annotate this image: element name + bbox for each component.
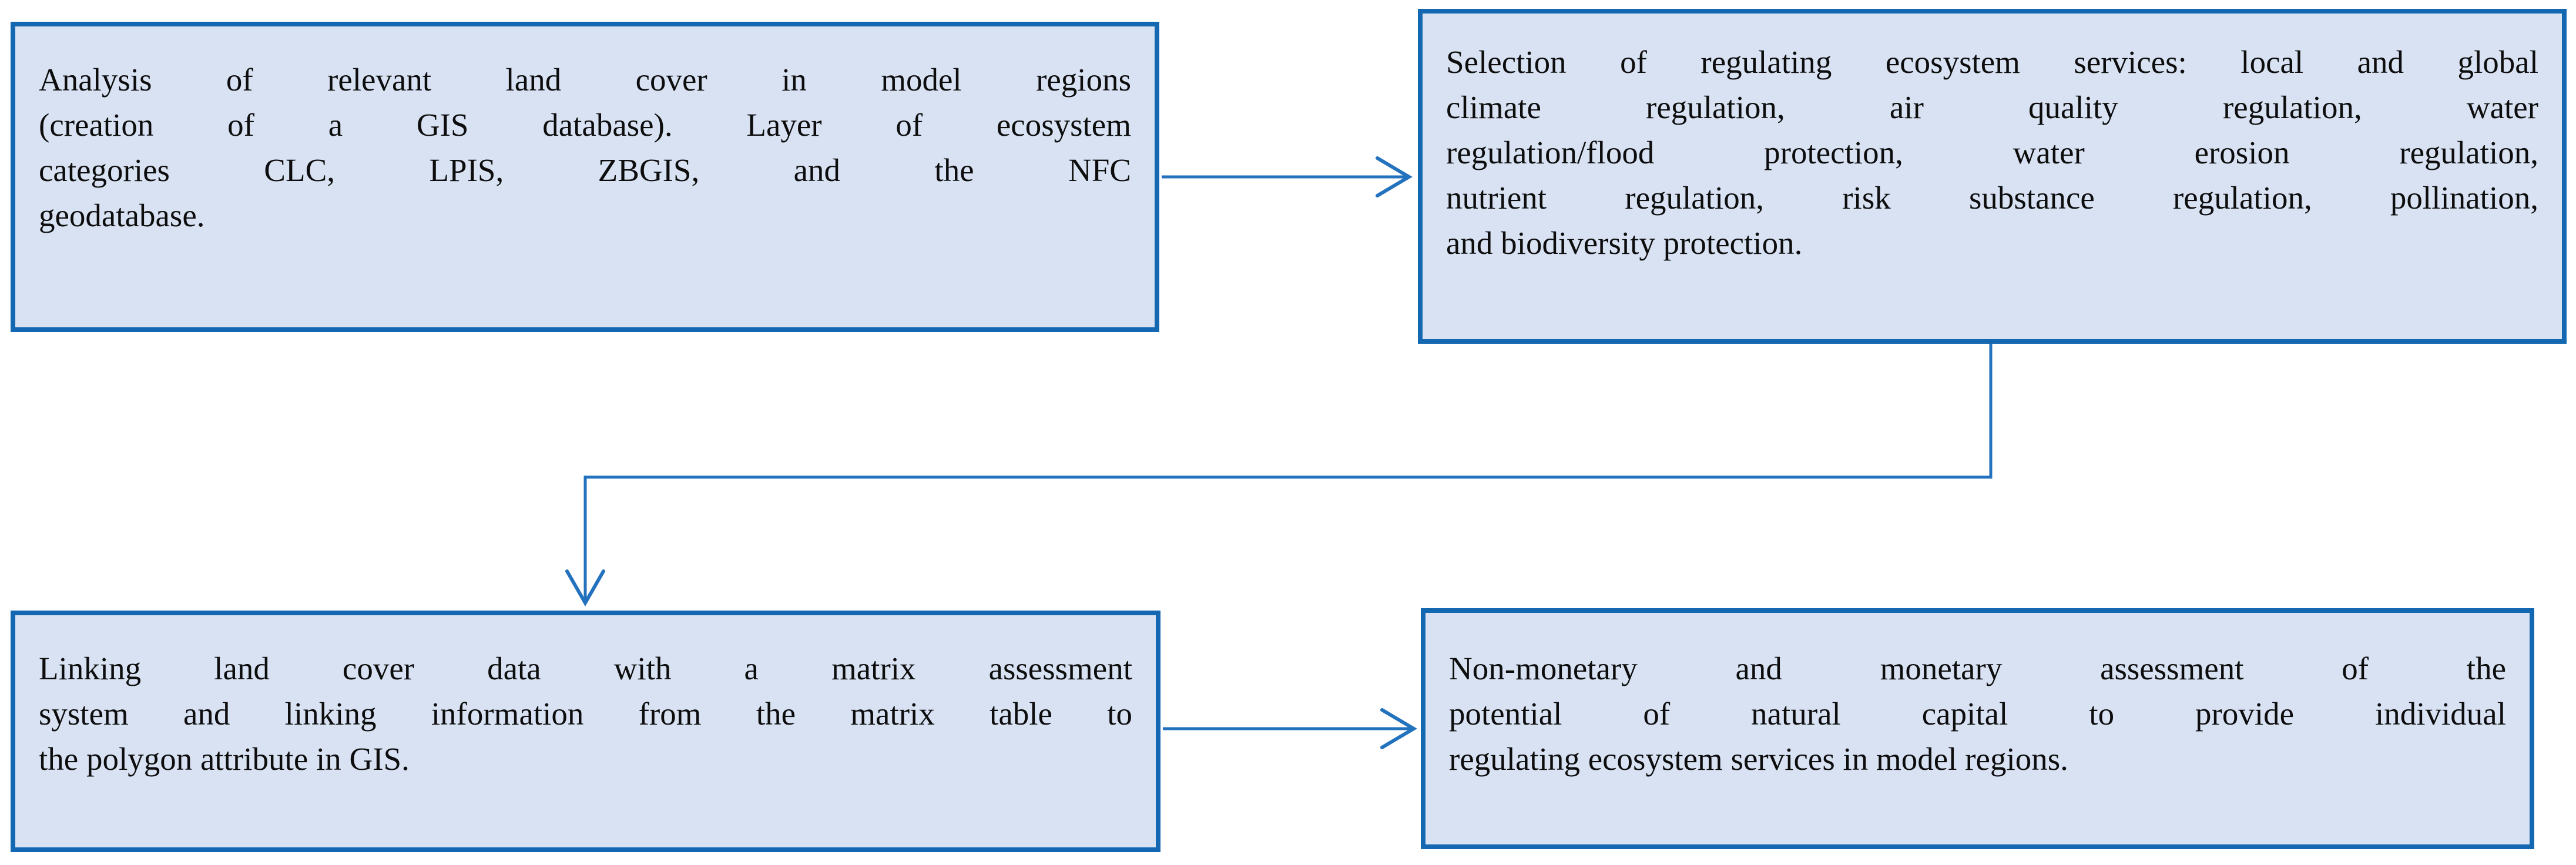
arrow-linking-to-assessment [1163,708,1417,749]
text-line: categories CLC, LPIS, ZBGIS, and the NFC [39,152,1131,188]
text-line: (creation of a GIS database). Layer of e… [39,107,1131,143]
text-line: nutrient regulation, risk substance regu… [1446,180,2538,216]
flow-box-selection: Selection of regulating ecosystem servic… [1418,9,2567,344]
flow-box-assessment: Non-monetary and monetary assessment of … [1421,608,2534,849]
text-line: potential of natural capital to provide … [1449,696,2506,732]
text-line: system and linking information from the … [39,696,1132,732]
text-line: geodatabase. [39,197,205,233]
text-line: Linking land cover data with a matrix as… [39,651,1132,686]
text-line: regulation/flood protection, water erosi… [1446,135,2538,170]
text-line: Selection of regulating ecosystem servic… [1446,44,2538,80]
flow-box-analysis: Analysis of relevant land cover in model… [11,22,1159,332]
arrow-shaft [583,344,1993,599]
arrowhead-right-icon [1376,156,1413,197]
arrow-selection-to-linking-elbow [565,344,1993,607]
arrowhead-right-icon [1380,708,1417,749]
text-line: Non-monetary and monetary assessment of … [1449,651,2506,686]
text-line: and biodiversity protection. [1446,225,1803,261]
arrowhead-down-icon [565,569,605,607]
flow-box-linking: Linking land cover data with a matrix as… [11,611,1160,852]
text-line: the polygon attribute in GIS. [39,741,410,777]
arrow-analysis-to-selection [1162,156,1413,197]
text-line: Analysis of relevant land cover in model… [39,62,1131,98]
text-line: climate regulation, air quality regulati… [1446,89,2538,125]
text-line: regulating ecosystem services in model r… [1449,741,2068,777]
